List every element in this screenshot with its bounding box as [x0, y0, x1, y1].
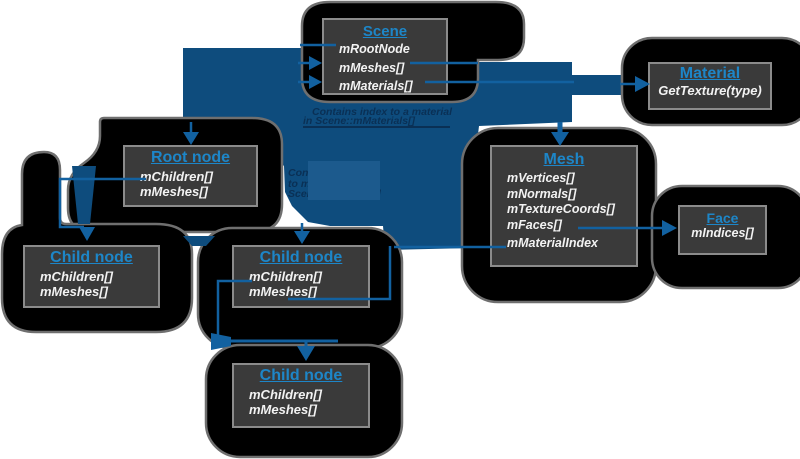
root-node-box: Root node mChildren[] mMeshes[]	[123, 145, 258, 207]
mesh-member-mvertices: mVertices[]	[507, 171, 575, 186]
scene-member-mrootnode: mRootNode	[339, 42, 410, 57]
child-bottom-member-mchildren: mChildren[]	[249, 387, 322, 403]
child-left-member-mchildren: mChildren[]	[40, 269, 113, 285]
mesh-box: Mesh mVertices[] mNormals[] mTextureCoor…	[490, 145, 638, 267]
material-box: Material GetTexture(type)	[648, 62, 772, 110]
blue-splash-shape	[183, 48, 572, 250]
child-middle-member-mchildren: mChildren[]	[249, 269, 322, 285]
root-member-mmeshes: mMeshes[]	[140, 184, 208, 200]
child-bottom-title: Child node	[259, 367, 343, 384]
mesh-member-mtexturecoords: mTextureCoords[]	[507, 202, 615, 217]
child-middle-title: Child node	[259, 249, 343, 266]
face-title: Face	[706, 210, 739, 226]
child-bottom-member-mmeshes: mMeshes[]	[249, 402, 317, 418]
scene-title: Scene	[362, 23, 408, 40]
child-node-bottom-box: Child node mChildren[] mMeshes[]	[232, 363, 370, 428]
face-member-mindices: mIndices[]	[691, 226, 754, 241]
highlight-rectangle	[308, 161, 380, 200]
mesh-title: Mesh	[543, 151, 585, 168]
scene-member-mmaterials: mMaterials[]	[339, 79, 413, 94]
root-member-mchildren: mChildren[]	[140, 169, 213, 185]
child-left-member-mmeshes: mMeshes[]	[40, 284, 108, 300]
mesh-member-mfaces: mFaces[]	[507, 217, 562, 232]
child-middle-member-mmeshes: mMeshes[]	[249, 284, 317, 300]
face-box: Face mIndices[]	[678, 205, 767, 255]
mesh-member-mnormals: mNormals[]	[507, 186, 577, 201]
scene-box: Scene mRootNode mMeshes[] mMaterials[]	[322, 18, 448, 95]
child-left-title: Child node	[50, 249, 133, 266]
child-node-middle-box: Child node mChildren[] mMeshes[]	[232, 245, 370, 308]
mesh-member-mmaterialindex: mMaterialIndex	[507, 236, 599, 251]
material-title: Material	[679, 65, 741, 82]
blue-tail-center	[183, 236, 215, 246]
child-node-left-box: Child node mChildren[] mMeshes[]	[23, 245, 160, 308]
material-member-gettexture: GetTexture(type)	[658, 83, 762, 99]
blue-bar-to-material	[572, 75, 623, 95]
root-node-title: Root node	[150, 149, 231, 166]
scene-member-mmeshes: mMeshes[]	[339, 60, 405, 75]
